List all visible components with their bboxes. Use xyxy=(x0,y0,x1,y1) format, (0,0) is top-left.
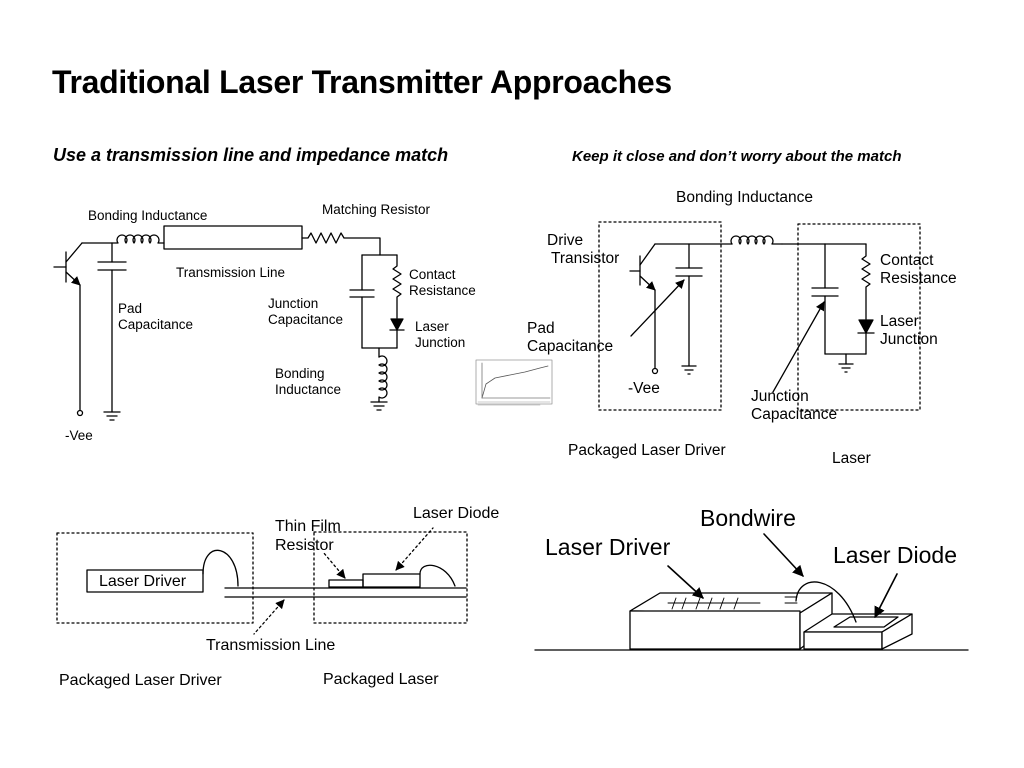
right-bonding-inductor-coil xyxy=(730,235,783,245)
bl-laser-diode-block xyxy=(362,573,421,588)
left-bottom-bonding-inductor-coil xyxy=(378,355,388,403)
bl-packaged-laser-box xyxy=(313,531,468,624)
left-transmission-line-box xyxy=(163,225,303,250)
bl-laser-diode-label: Laser Diode xyxy=(413,505,500,522)
left-transistor-symbol xyxy=(53,242,83,286)
right-subtitle: Keep it close and don’t worry about the … xyxy=(572,148,902,165)
bl-packaged-driver-box xyxy=(56,532,254,624)
right-laser-diode-symbol xyxy=(857,319,875,355)
bl-thin-film-resistor-block xyxy=(328,579,364,588)
left-contact-resistor-symbol xyxy=(392,254,402,319)
right-laser-box xyxy=(797,223,921,411)
bottom-right-sketch xyxy=(534,533,969,651)
left-bonding-inductor-coil xyxy=(111,234,165,244)
pad-capacitance-arrow xyxy=(630,279,685,337)
bl-transmission-line-label: Transmission Line xyxy=(206,637,336,654)
right-bonding-inductance-label: Bonding Inductance xyxy=(676,189,814,206)
br-laser-driver-label: Laser Driver xyxy=(545,534,671,560)
right-contact-resistor-symbol xyxy=(861,243,871,320)
br-laser-diode-label: Laser Diode xyxy=(833,542,958,568)
left-laser-diode-symbol xyxy=(389,318,405,349)
left-subtitle: Use a transmission line and impedance ma… xyxy=(53,145,449,165)
right-circuit xyxy=(598,221,921,411)
left-junction-capacitor-symbol xyxy=(349,254,375,349)
matching-resistor-label: Matching Resistor xyxy=(322,202,431,217)
thumbnail-plot xyxy=(475,359,553,406)
right-vee-label: -Vee xyxy=(628,380,660,397)
left-pad-capacitor-symbol xyxy=(97,242,127,421)
right-packaged-laser-driver-label: Packaged Laser Driver xyxy=(568,442,726,459)
bl-laser-driver-label: Laser Driver xyxy=(99,573,187,590)
br-bondwire xyxy=(795,581,857,623)
bl-packaged-laser-driver-label: Packaged Laser Driver xyxy=(59,672,222,689)
left-circuit xyxy=(53,225,405,421)
bottom-left-sketch xyxy=(56,527,468,635)
right-packaged-driver-box xyxy=(598,221,722,411)
bl-laser-driver-block xyxy=(86,569,204,593)
br-bondwire-label: Bondwire xyxy=(700,505,796,531)
right-laser-label: Laser xyxy=(832,450,871,467)
left-bonding-inductance-label: Bonding Inductance xyxy=(88,208,208,223)
junction-capacitance-arrow xyxy=(772,301,825,393)
right-transistor-symbol xyxy=(629,243,659,375)
bl-packaged-laser-label: Packaged Laser xyxy=(323,671,439,688)
left-transmission-line-label: Transmission Line xyxy=(176,265,286,280)
right-pad-capacitor-symbol xyxy=(675,243,703,375)
page-title: Traditional Laser Transmitter Approaches xyxy=(52,64,672,100)
right-junction-capacitor-symbol xyxy=(811,243,839,355)
left-vee-label: -Vee xyxy=(65,428,93,443)
left-matching-resistor-symbol xyxy=(301,232,381,256)
